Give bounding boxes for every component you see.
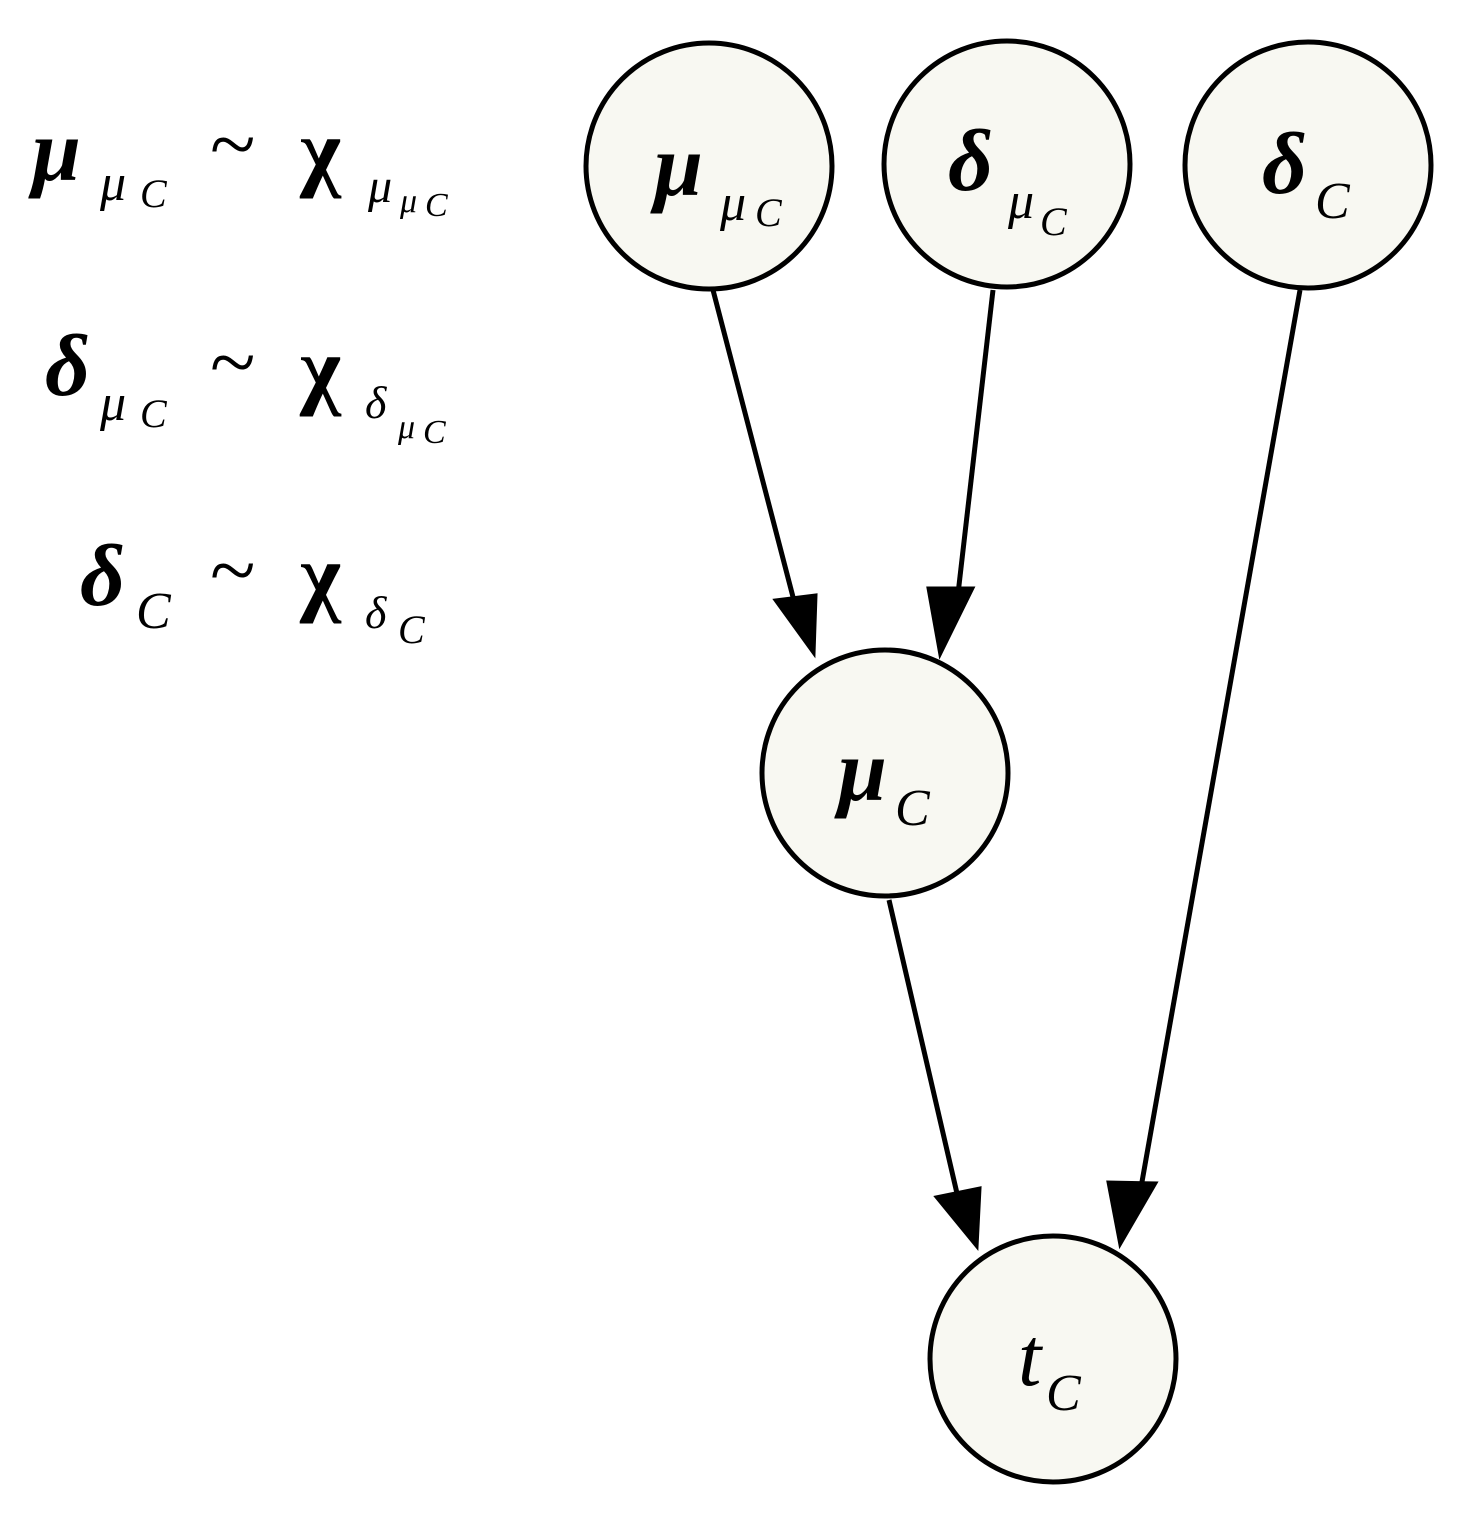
equation-delta-c: δ C ~ χ δ C: [80, 524, 426, 652]
eq1-rhs-subsubsub: C: [425, 187, 448, 224]
equation-delta-mu-c: δ μ C ~ χ δ μ C: [45, 316, 446, 451]
node-circle: [759, 647, 1011, 899]
node-delta-mu-c: δ μ C: [881, 38, 1133, 290]
node-delta-c-base: δ: [1262, 116, 1307, 213]
eq1-rhs-base: χ: [299, 103, 342, 200]
eq2-rhs-sub: δ: [365, 377, 387, 428]
node-delta-c: δ C: [1182, 39, 1434, 291]
eq1-relation: ~: [210, 98, 255, 191]
eq3-rhs-subsub: C: [398, 607, 426, 652]
node-mu-mu-c-sub: μ: [719, 175, 746, 232]
eq1-lhs-subsub: C: [140, 171, 168, 216]
eq1-rhs-sub: μ: [367, 160, 392, 213]
eq1-lhs-sub: μ: [99, 155, 126, 212]
edge-mu-mu-c-to-mu-c: [710, 289, 818, 659]
node-delta-c-sub: C: [1315, 173, 1351, 230]
node-circle: [1182, 39, 1434, 291]
arrowhead: [772, 593, 818, 659]
node-circle: [927, 1233, 1179, 1485]
node-mu-mu-c-base: μ: [650, 118, 703, 215]
eq3-rhs-base: χ: [299, 528, 342, 625]
eq1-rhs-subsub: μ: [399, 183, 417, 220]
arrowhead: [933, 1186, 982, 1251]
edge-delta-mu-c-to-mu-c: [926, 289, 996, 660]
edge-mu-c-to-t-c: [886, 899, 982, 1251]
edge-line: [886, 899, 965, 1216]
eq1-lhs-base: μ: [28, 103, 81, 200]
node-mu-c-base: μ: [834, 723, 887, 820]
eq3-rhs-sub: δ: [365, 587, 387, 638]
equation-mu-mu-c: μ μ C ~ χ μ μ C: [28, 98, 448, 224]
node-delta-mu-c-sub: μ: [1007, 173, 1034, 230]
arrowhead: [926, 586, 976, 660]
arrowhead: [1106, 1180, 1159, 1250]
node-t-c: t C: [927, 1233, 1179, 1485]
eq2-lhs-subsub: C: [140, 391, 168, 436]
edge-line: [710, 289, 802, 621]
node-circle: [583, 40, 835, 292]
node-delta-mu-c-base: δ: [948, 113, 993, 210]
edge-line: [952, 289, 996, 621]
eq2-relation: ~: [210, 316, 255, 409]
edge-line: [1134, 289, 1303, 1211]
eq2-rhs-subsubsub: C: [423, 414, 446, 451]
node-circle: [881, 38, 1133, 290]
eq2-lhs-sub: μ: [99, 375, 126, 432]
eq2-rhs-base: χ: [299, 321, 342, 418]
eq2-rhs-subsub: μ: [397, 409, 415, 446]
eq3-relation: ~: [210, 524, 255, 617]
node-t-c-sub: C: [1046, 1365, 1082, 1422]
node-delta-mu-c-subsub: C: [1040, 199, 1068, 244]
eq2-lhs-base: δ: [45, 318, 90, 415]
node-mu-c: μ C: [759, 647, 1011, 899]
eq3-lhs-base: δ: [80, 528, 125, 625]
edge-delta-c-to-t-c: [1106, 289, 1303, 1250]
node-mu-c-sub: C: [895, 780, 931, 837]
node-t-c-base: t: [1018, 1311, 1044, 1404]
eq3-lhs-sub: C: [136, 583, 172, 640]
node-mu-mu-c-subsub: C: [755, 190, 783, 235]
node-mu-mu-c: μ μ C: [583, 40, 835, 292]
